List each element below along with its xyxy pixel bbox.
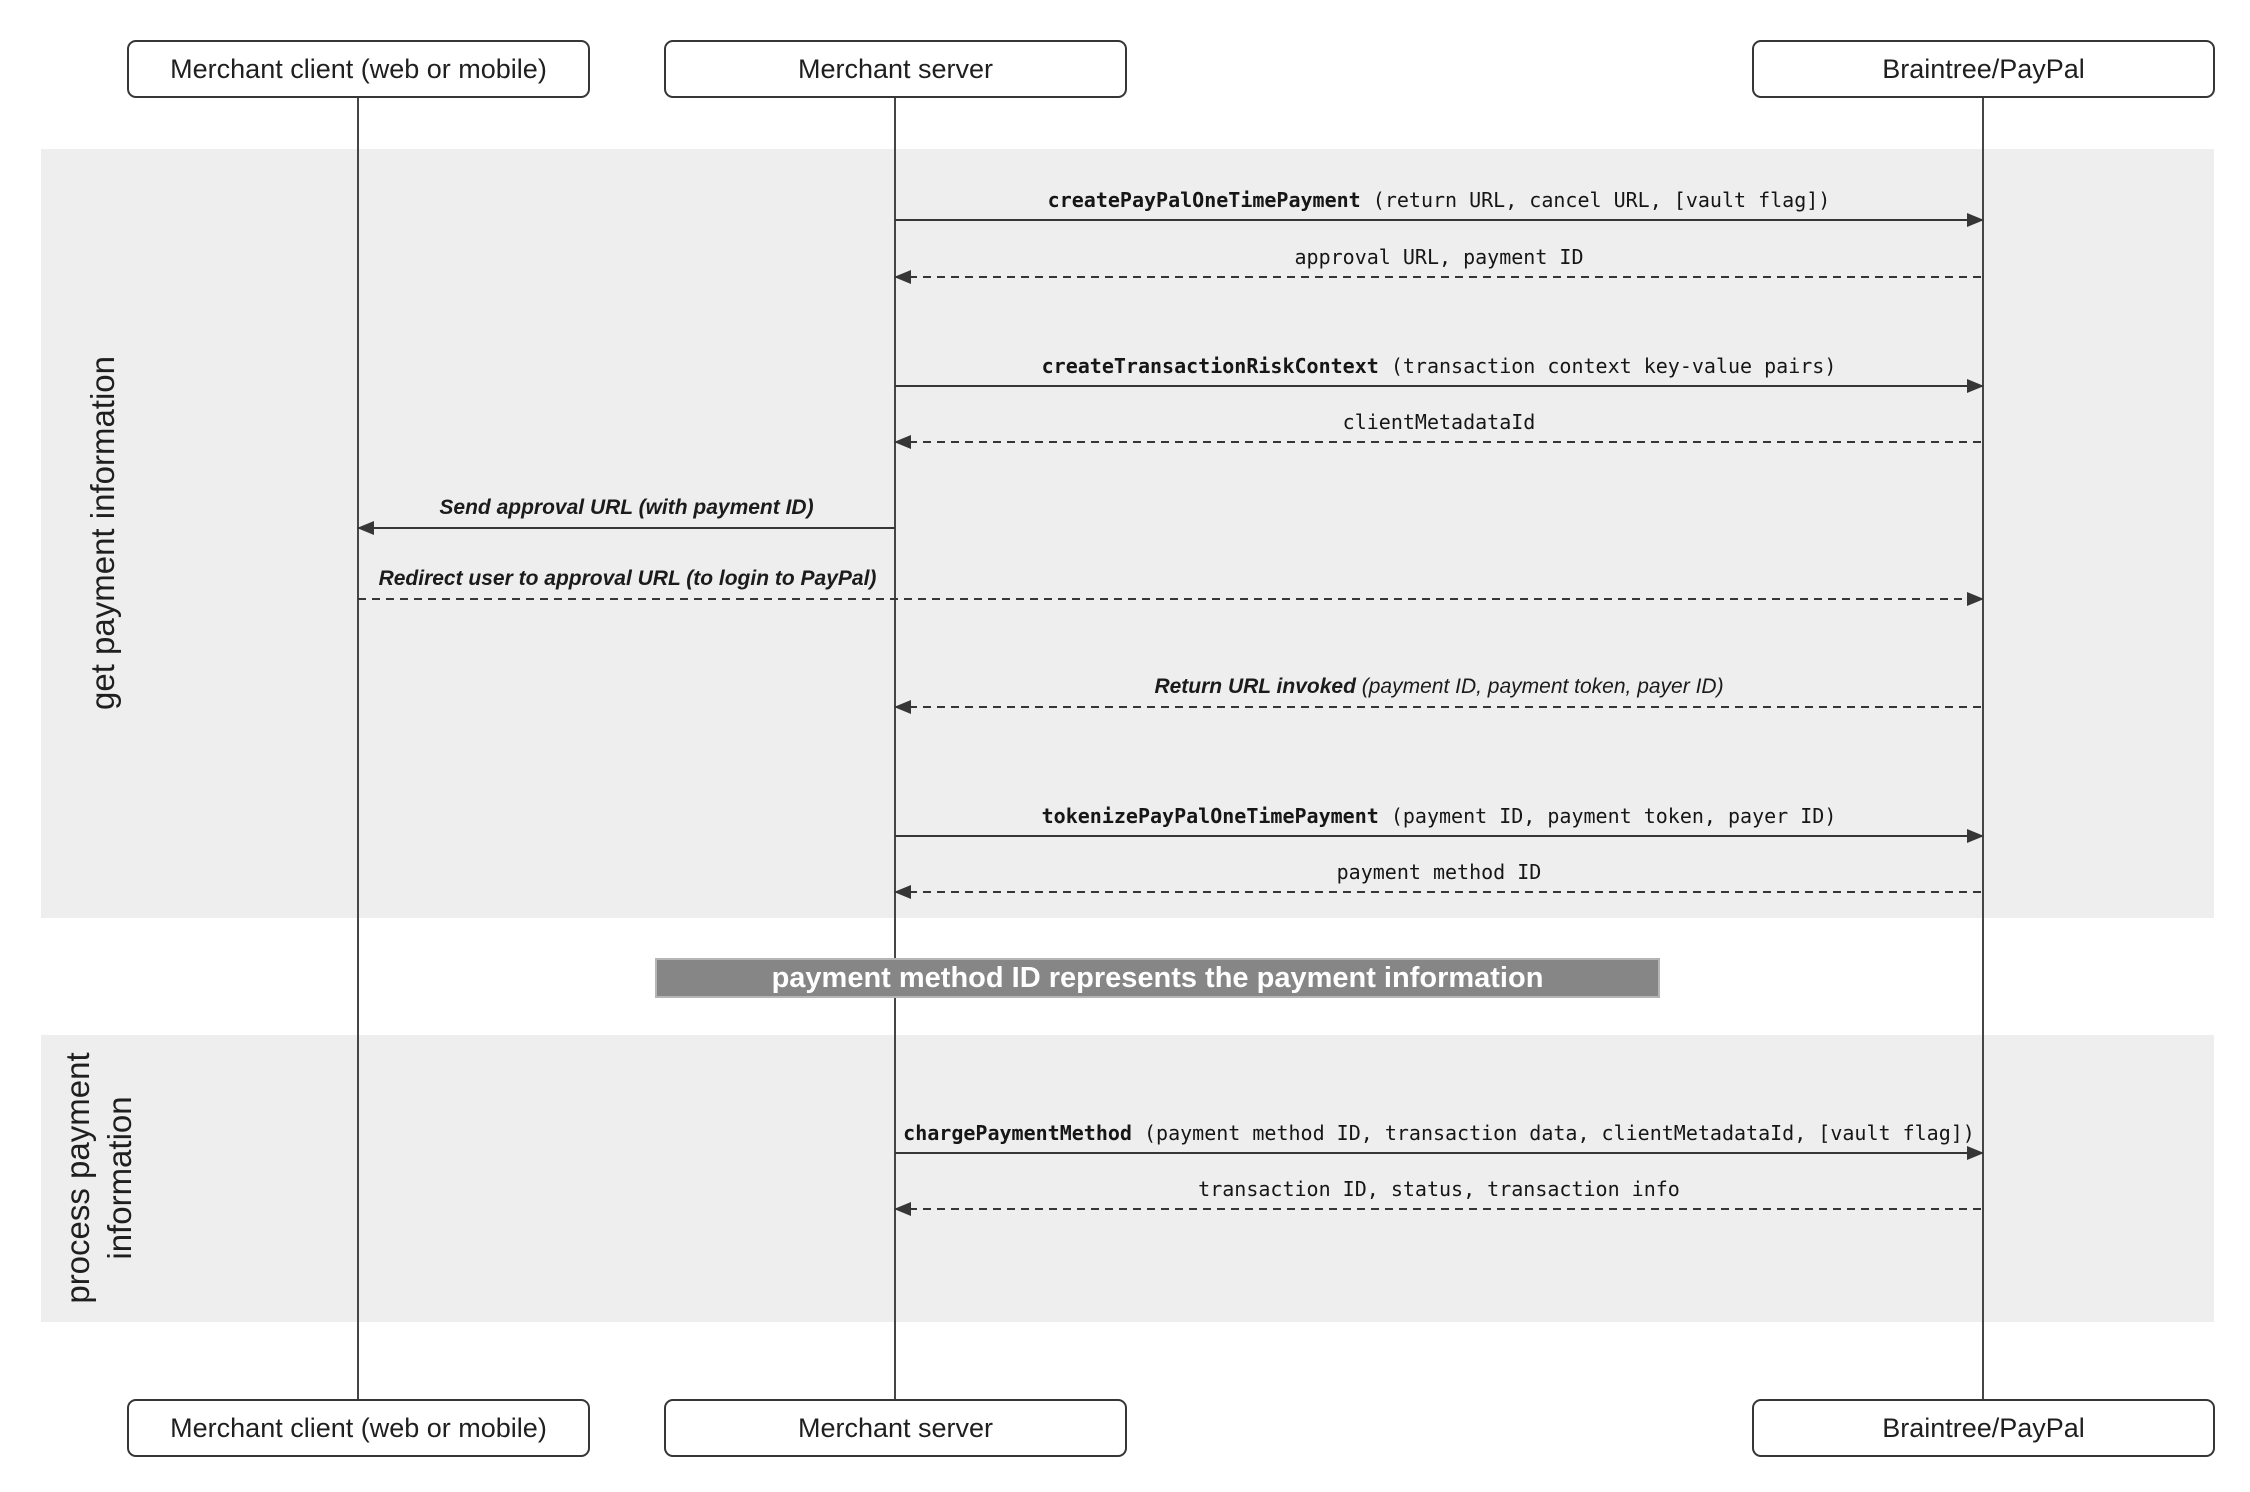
message-label: Redirect user to approval URL (to login … (378, 567, 877, 590)
message-client-metadata-id: clientMetadataId (894, 407, 1983, 449)
message-label: approval URL, payment ID (1294, 245, 1584, 269)
message-approval-url-payment-id: approval URL, payment ID (894, 242, 1983, 284)
message-label: payment method ID (1336, 860, 1542, 884)
arrow-left-solid (357, 521, 895, 535)
actor-box-merchant-server-bottom: Merchant server (664, 1399, 1127, 1457)
arrow-left-dashed (894, 700, 1983, 714)
message-redirect-user-to-approval-url: Redirect user to approval URL (to login … (358, 564, 1984, 606)
message-label: createPayPalOneTimePayment (return URL, … (1047, 188, 1831, 212)
message-send-approval-url: Send approval URL (with payment ID) (357, 493, 895, 535)
lifeline-merchant-server (894, 98, 896, 1399)
actor-box-braintree-paypal-top: Braintree/PayPal (1752, 40, 2215, 98)
message-label: chargePaymentMethod (payment method ID, … (903, 1121, 1975, 1145)
message-tokenize-paypal-onetime-payment: tokenizePayPalOneTimePayment (payment ID… (895, 801, 1984, 843)
message-label: tokenizePayPalOneTimePayment (payment ID… (1041, 804, 1837, 828)
arrow-left-dashed (894, 885, 1983, 899)
arrow-left-dashed (894, 1202, 1983, 1216)
actor-box-merchant-client-bottom: Merchant client (web or mobile) (127, 1399, 590, 1457)
arrow-left-dashed (894, 270, 1983, 284)
message-label: Send approval URL (with payment ID) (439, 496, 814, 519)
section-label-get-payment: get payment information (84, 355, 121, 711)
section-label-process-payment: process payment information (59, 1052, 138, 1304)
actor-box-braintree-paypal-bottom: Braintree/PayPal (1752, 1399, 2215, 1457)
arrow-right-solid (895, 213, 1984, 227)
arrow-left-dashed (894, 435, 1983, 449)
message-create-transaction-risk-context: createTransactionRiskContext (transactio… (895, 351, 1984, 393)
message-create-paypal-onetime-payment: createPayPalOneTimePayment (return URL, … (895, 185, 1984, 227)
actor-box-merchant-client-top: Merchant client (web or mobile) (127, 40, 590, 98)
message-return-url-invoked: Return URL invoked (payment ID, payment … (894, 672, 1983, 714)
arrow-right-dashed (358, 592, 1984, 606)
arrow-right-solid (895, 379, 1984, 393)
section-band-process-payment (41, 1035, 2214, 1322)
message-label: Return URL invoked (payment ID, payment … (1154, 675, 1724, 698)
message-label: clientMetadataId (1342, 410, 1536, 434)
arrow-right-solid (895, 1146, 1984, 1160)
message-charge-payment-method: chargePaymentMethod (payment method ID, … (895, 1118, 1984, 1160)
lifeline-merchant-client (357, 98, 359, 1399)
message-label: createTransactionRiskContext (transactio… (1041, 354, 1837, 378)
actor-box-merchant-server-top: Merchant server (664, 40, 1127, 98)
message-transaction-id-status-info: transaction ID, status, transaction info (894, 1174, 1983, 1216)
message-payment-method-id: payment method ID (894, 857, 1983, 899)
lifeline-braintree-paypal (1982, 98, 1984, 1399)
note-banner: payment method ID represents the payment… (655, 958, 1660, 998)
arrow-right-solid (895, 829, 1984, 843)
message-label: transaction ID, status, transaction info (1198, 1177, 1680, 1201)
